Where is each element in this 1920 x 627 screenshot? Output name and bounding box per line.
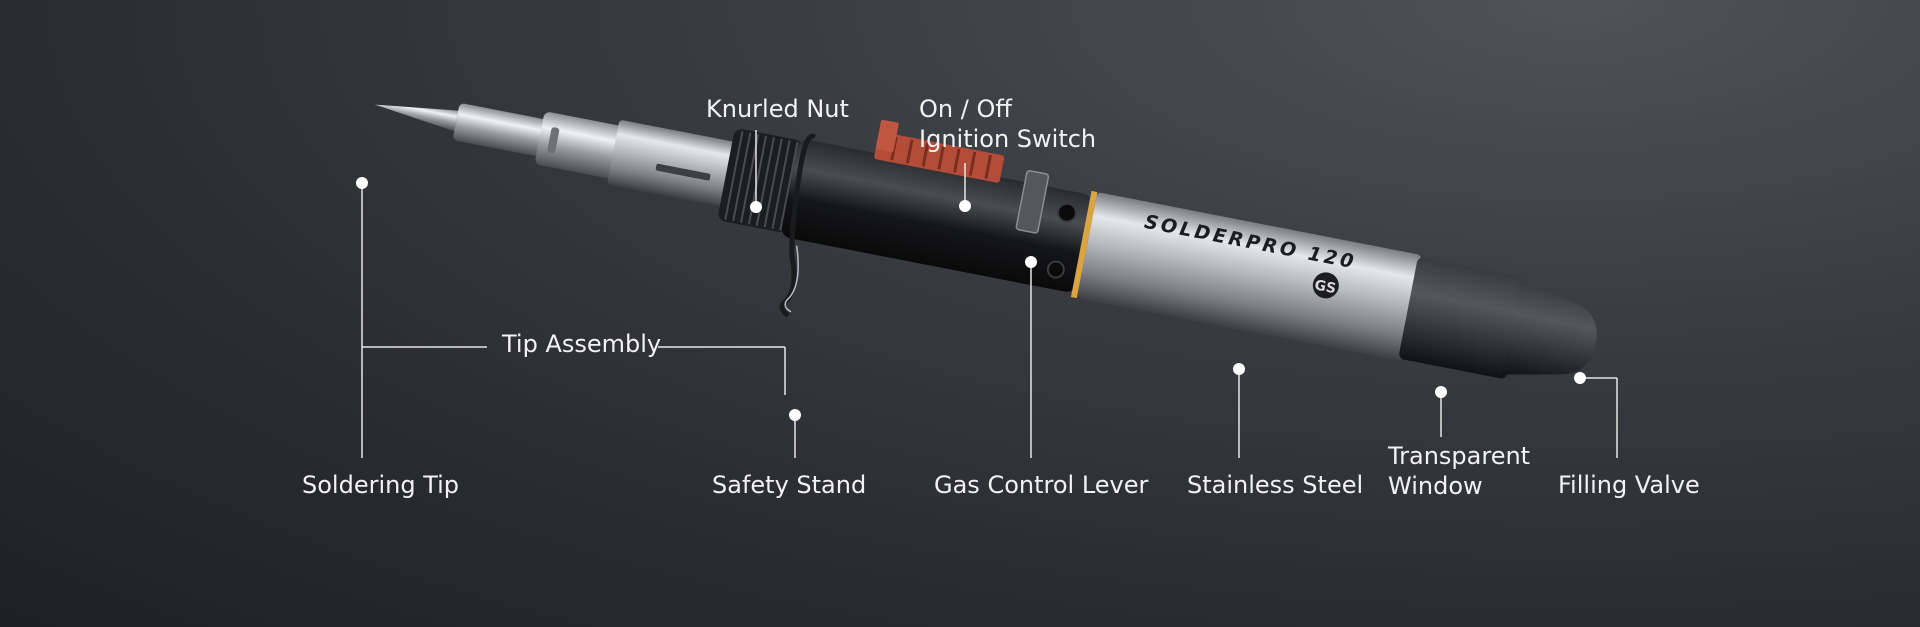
- safety-stand: [779, 133, 817, 318]
- label-stainless-steel: Stainless Steel: [1187, 471, 1364, 499]
- dot-gas-lever: [1025, 256, 1037, 268]
- dot-stainless: [1233, 363, 1245, 375]
- dot-soldering-tip: [356, 177, 368, 189]
- black-body: [781, 139, 1092, 292]
- steel-tank: [1077, 192, 1421, 361]
- label-filling-valve: Filling Valve: [1558, 471, 1700, 499]
- soldering-tip-needle: [374, 104, 459, 132]
- label-knurled-nut: Knurled Nut: [706, 95, 849, 123]
- logo-badge: [1312, 272, 1339, 299]
- body-port: [1056, 202, 1077, 223]
- burner-tube: [607, 120, 737, 207]
- dot-safety-stand: [789, 409, 801, 421]
- gold-ring: [1070, 190, 1098, 299]
- nozzle-slot: [547, 127, 560, 154]
- transparent-window: [1399, 257, 1525, 379]
- body-port-lower: [1046, 260, 1065, 279]
- safety-stand-highlight: [784, 245, 799, 313]
- gas-control-lever: [1015, 170, 1050, 234]
- filling-valve-cap: [1502, 280, 1597, 375]
- soldering-iron: SOLDERPRO 120 GS: [374, 103, 1597, 379]
- callout-lines: [361, 130, 1618, 458]
- label-transparent-window: Transparent Window: [1388, 442, 1531, 500]
- callout-dots: [356, 177, 1586, 421]
- burner-vent: [655, 163, 711, 181]
- label-safety-stand: Safety Stand: [712, 471, 867, 499]
- dot-filling-valve: [1574, 372, 1586, 384]
- logo-mark: GS: [1313, 277, 1337, 297]
- label-tip-assembly: Tip Assembly: [502, 330, 662, 358]
- dot-knurled-nut: [750, 201, 762, 213]
- knurled-nut: [718, 129, 803, 232]
- dot-ignition: [959, 200, 971, 212]
- label-ignition-switch: On / Off Ignition Switch: [919, 95, 1097, 153]
- dot-window: [1435, 386, 1447, 398]
- tip-sleeve: [453, 103, 548, 157]
- label-soldering-tip: Soldering Tip: [302, 471, 460, 499]
- ignition-trigger: [875, 119, 899, 153]
- label-gas-control-lever: Gas Control Lever: [934, 471, 1149, 499]
